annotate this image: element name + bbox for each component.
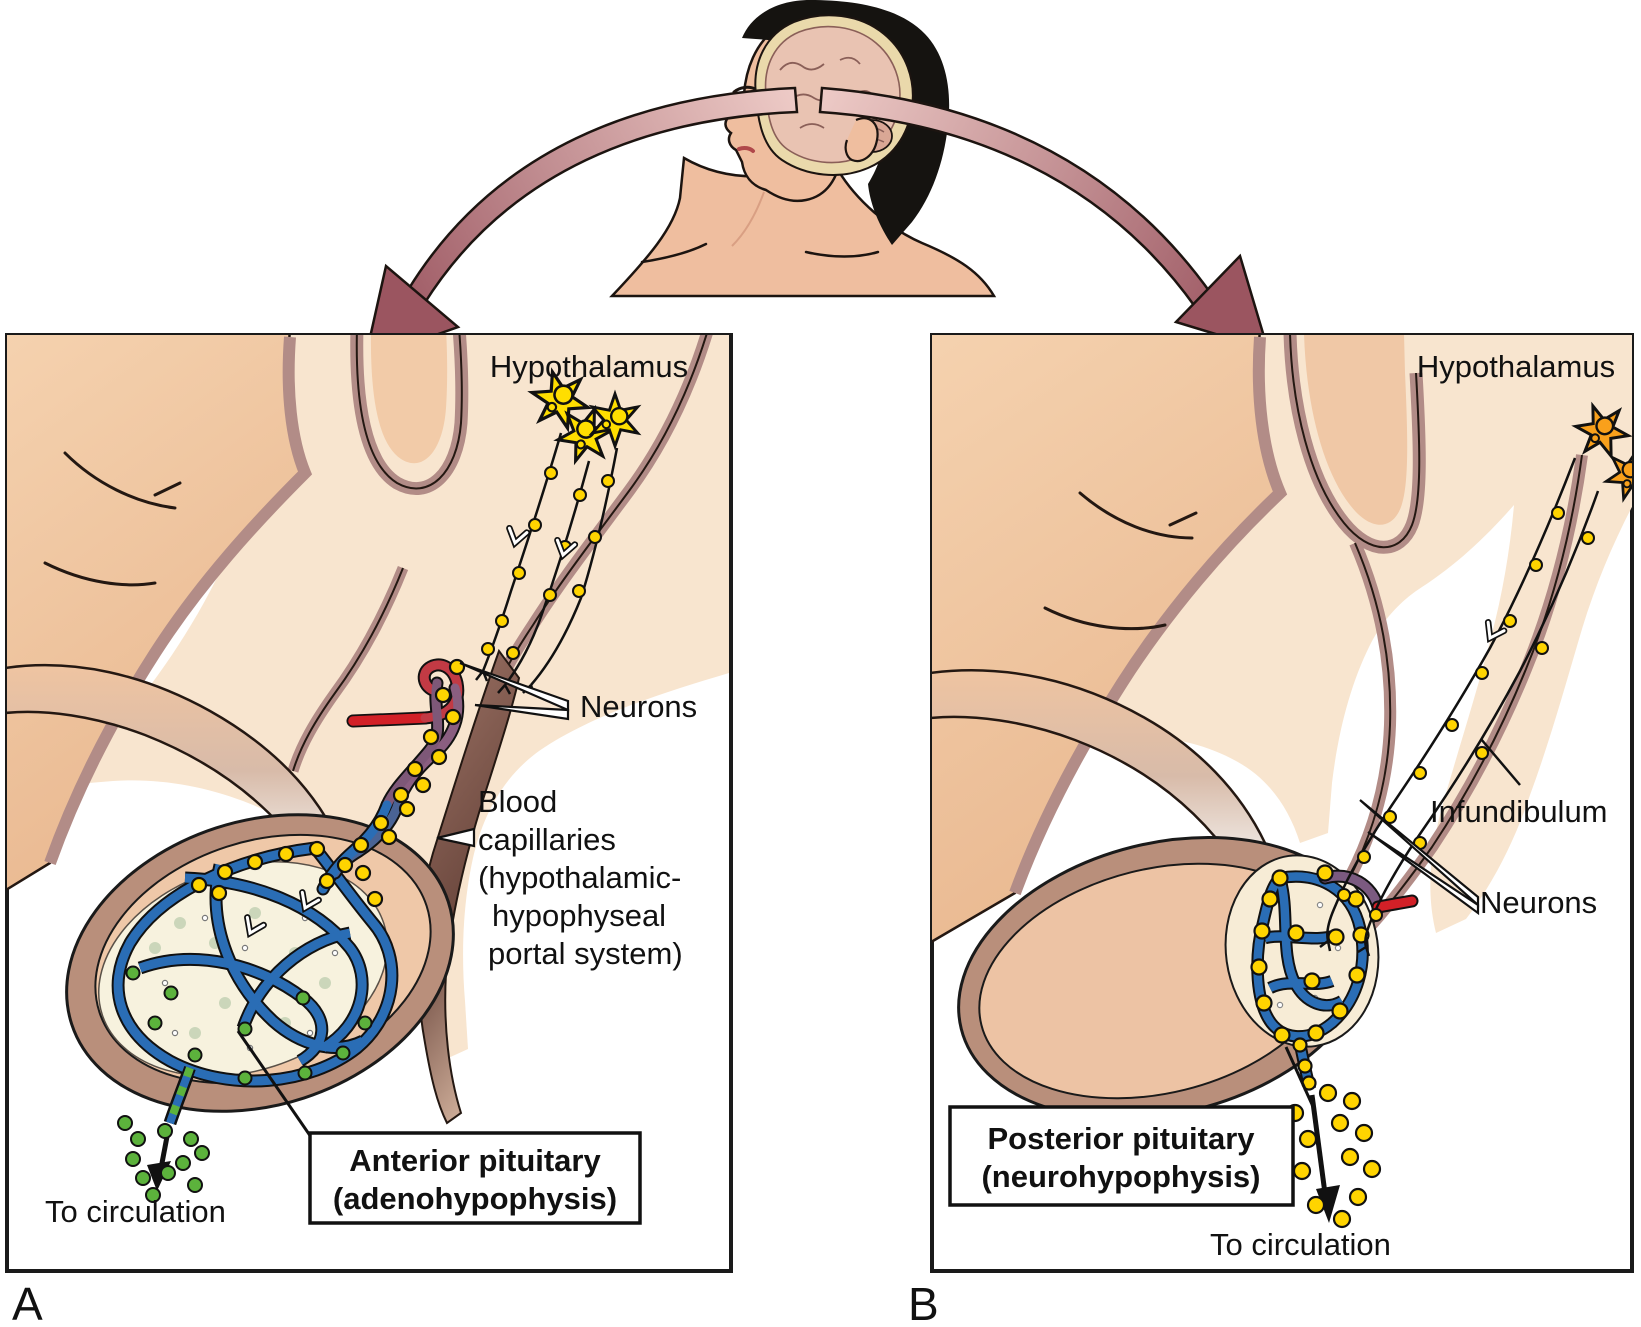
cortical-fold-interior-a [370,335,448,464]
gland-label-a-line2: (adenohypophysis) [333,1181,617,1216]
neurons-label-b: Neurons [1480,885,1597,920]
gland-label-pointer-b [1284,1046,1317,1112]
gland-label-b-line1: Posterior pituitary [988,1121,1256,1156]
capillaries-label-line5: portal system) [488,936,683,971]
collarbone-line-left [640,242,708,264]
portal-vesicles-a [318,658,466,890]
hypothalamus-tissue-a [65,335,729,1065]
axon-vesicles-a [481,466,615,660]
gland-label-a-line1: Anterior pituitary [349,1143,601,1178]
pituitary-gland-b [957,836,1419,1120]
cortical-fold-interior-b [1304,335,1408,525]
panel-b: Hypothalamus Infundibulum Neurons Poster… [930,333,1634,1273]
axon-vesicles-b [1337,506,1595,922]
plate-letter-a: A [12,1278,43,1327]
circulation-dots-green-a [117,1115,210,1203]
gland-label-box-b: Posterior pituitary (neurohypophysis) [948,1105,1295,1207]
collarbone-line-right [804,250,880,258]
stalk-left-line-a [292,567,404,772]
ear [844,117,879,163]
sulci-marks-a [43,451,182,587]
chin-neck-line [731,191,765,247]
hypothalamus-label-b: Hypothalamus [1417,349,1615,384]
cortex-band-b [1009,336,1288,896]
capillaries-label-line3: (hypothalamic- [478,860,681,895]
capillaries-label-line4: hypophyseal [492,898,666,933]
head-illustration [609,0,997,298]
circulation-label-a: To circulation [45,1194,226,1229]
infundibulum-pointer-b [1480,738,1521,786]
right-flow-arrow [818,86,1270,352]
lips [737,145,755,153]
stalk-wedge-a [417,648,521,1125]
infundibulum-label-b: Infundibulum [1430,794,1608,829]
hypothalamus-label-a: Hypothalamus [490,349,688,384]
sulci-marks-b [1043,491,1198,631]
circulation-arrowhead-b [1316,1185,1340,1223]
loop-vesicles-b [1250,864,1370,1044]
capillaries-label-line2: capillaries [478,822,616,857]
eyebrow [732,85,757,94]
neurons-pointer-a [459,661,570,721]
circulation-arrow-b [1309,1094,1329,1202]
cortical-fold-line-b [1289,335,1421,549]
capillaries-label-line1: Blood [478,784,557,819]
cortex-band-a [44,336,313,866]
neurons-pointer-b [1359,799,1480,916]
gland-label-pointer-a [236,1030,313,1138]
anterior-pituitary-gland [65,813,455,1159]
circulation-label-b: To circulation [1210,1227,1391,1262]
neurons-label-a: Neurons [580,689,697,724]
stalk-right-line-b [1365,454,1583,932]
gland-top-vesicles-a [190,840,384,908]
plate-letter-b: B [908,1278,939,1327]
gland-label-box-a: Anterior pituitary (adenohypophysis) [308,1131,642,1225]
circulation-exit-a [117,1066,210,1203]
capillaries-pointer-a [436,827,476,848]
cortical-fold-line-a [355,335,463,490]
gland-hormone-dots-green-a [125,965,373,1086]
gland-label-b-line2: (neurohypophysis) [981,1159,1260,1194]
panel-a: Hypothalamus Neurons Blood capillaries (… [5,333,733,1273]
